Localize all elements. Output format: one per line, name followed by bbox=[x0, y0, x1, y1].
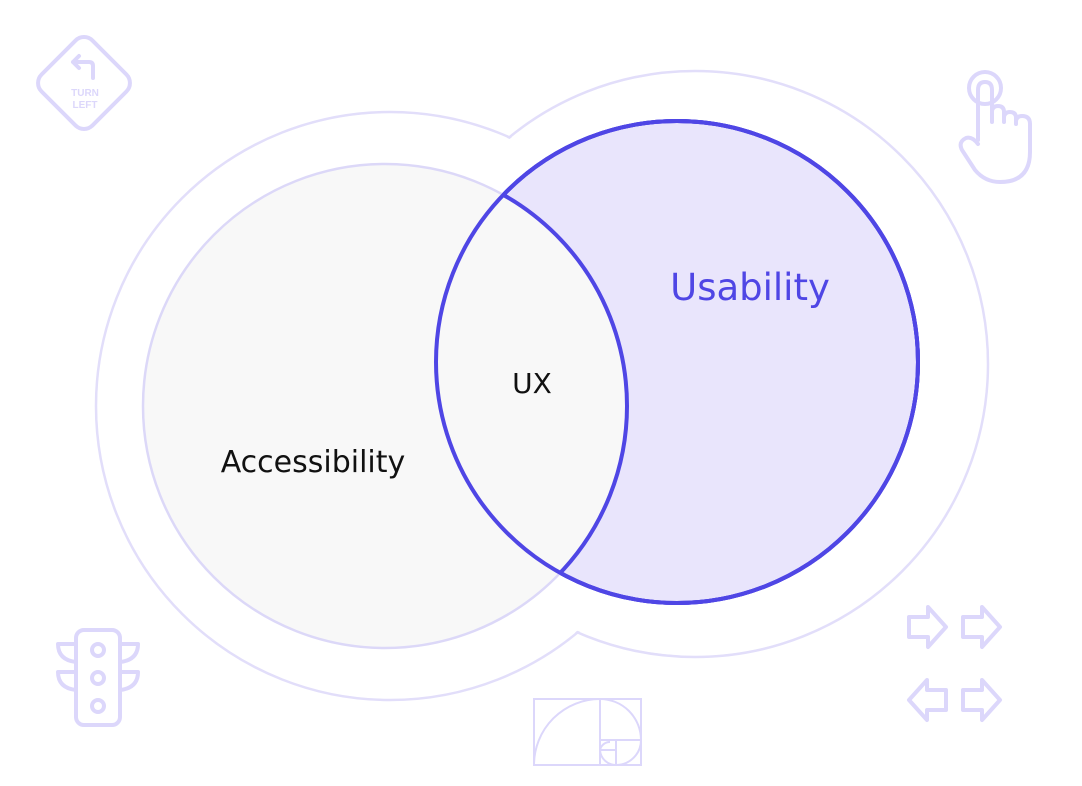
traffic-light-icon bbox=[56, 628, 140, 727]
usability-label: Usability bbox=[670, 266, 830, 309]
turn-text: TURN bbox=[71, 88, 99, 99]
intersection-arc bbox=[436, 162, 629, 603]
golden-spiral-icon bbox=[533, 697, 643, 767]
arrow-keys-icon bbox=[907, 605, 1002, 722]
left-text: LEFT bbox=[73, 100, 98, 111]
pointing-hand-icon bbox=[958, 70, 1032, 184]
ux-label: UX bbox=[512, 367, 552, 400]
accessibility-label: Accessibility bbox=[221, 445, 406, 480]
accessibility-circle bbox=[141, 162, 629, 650]
turn-left-sign-icon: TURN LEFT bbox=[36, 35, 132, 131]
usability-outline bbox=[434, 119, 920, 605]
